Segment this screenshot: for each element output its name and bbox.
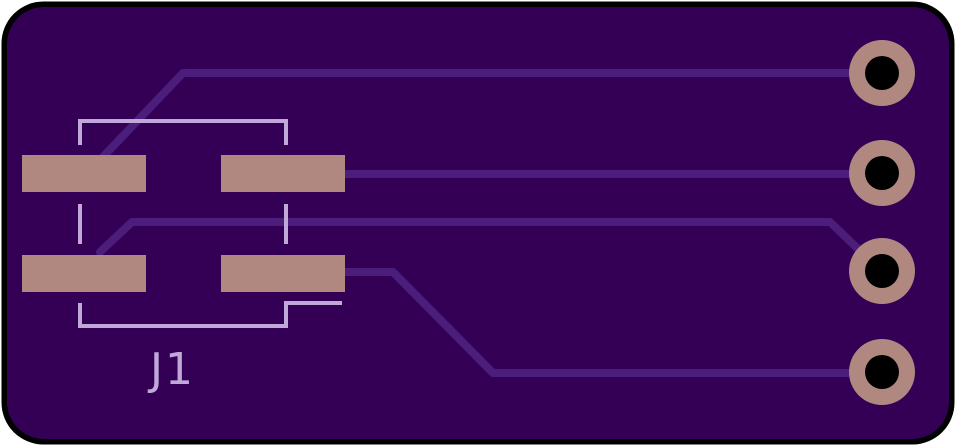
trace-4 [336,268,884,377]
th-drill-4 [865,355,899,389]
trace-3 [96,218,884,274]
trace-1 [96,69,884,164]
smd-pad-4 [221,255,345,292]
silkscreen-outline [78,119,342,328]
smd-pads [22,155,345,292]
through-hole-pads [849,40,915,405]
designator-label: J1 [147,344,195,395]
smd-pad-1 [22,155,146,192]
silk-bottom [78,301,342,328]
th-drill-3 [865,254,899,288]
smd-pad-2 [221,155,345,192]
silk-top [78,119,288,145]
traces [96,69,884,377]
smd-pad-3 [22,255,146,292]
th-drill-2 [865,156,899,190]
th-drill-1 [865,56,899,90]
